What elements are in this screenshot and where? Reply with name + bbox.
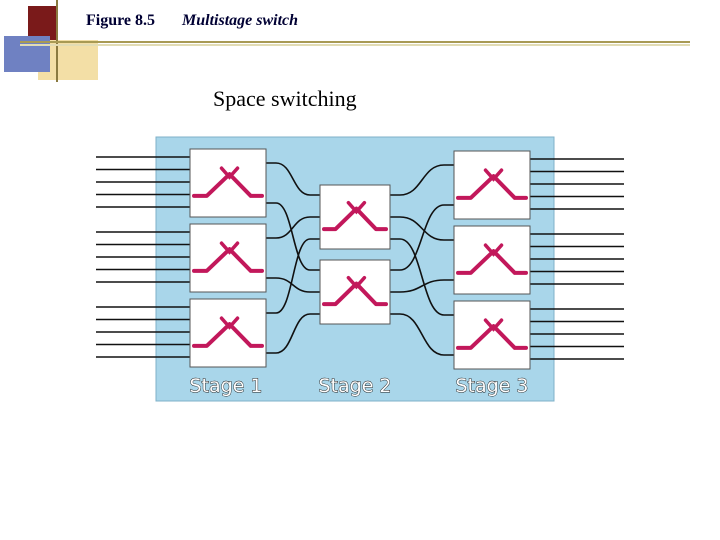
crossbar-joint xyxy=(483,243,504,257)
crossbar-path xyxy=(322,206,388,232)
link-s1-3-to-s2-2 xyxy=(266,313,320,354)
corner-decoration xyxy=(4,0,98,82)
stage-3-switch-3 xyxy=(453,300,531,370)
link-s2-2-to-s3-3 xyxy=(390,313,454,356)
link-s2-1-to-s3-2 xyxy=(390,216,454,241)
crossbar-path xyxy=(192,247,264,273)
crossbar-path xyxy=(456,174,528,200)
stage-3-switch-2 xyxy=(453,225,531,295)
switch-box xyxy=(319,184,391,250)
multistage-switch-diagram: Stage 1 Stage 2 Stage 3 xyxy=(96,136,624,402)
crossbar-path xyxy=(456,324,528,350)
link-s2-1-to-s3-1 xyxy=(390,164,454,196)
header-rule xyxy=(20,41,690,46)
crossbar-joint xyxy=(219,166,240,180)
link-s1-2-to-s2-1 xyxy=(266,216,320,239)
stage-1-switch-2 xyxy=(189,223,267,293)
crossbar-joint xyxy=(483,318,504,332)
crossbar-joint xyxy=(346,200,367,215)
switch-box xyxy=(189,148,267,218)
crossbar-joint xyxy=(219,241,240,255)
link-s2-2-to-s3-1 xyxy=(390,204,454,271)
switch-box xyxy=(189,223,267,293)
stage-1-label: Stage 1 xyxy=(189,375,262,397)
stage-3-label: Stage 3 xyxy=(455,375,528,397)
switch-box xyxy=(189,298,267,368)
crossbar-joint xyxy=(483,168,504,182)
stage-2-label: Stage 2 xyxy=(318,375,391,397)
link-s1-1-to-s2-1 xyxy=(266,162,320,196)
crossbar-path xyxy=(192,322,264,348)
switch-box xyxy=(453,225,531,295)
diagram-subtitle: Space switching xyxy=(213,86,357,111)
switch-box xyxy=(319,259,391,325)
crossbar-joint xyxy=(346,275,367,290)
deco-square-maroon xyxy=(28,6,56,40)
figure-title: Multistage switch xyxy=(182,12,299,29)
stage-1-switch-1 xyxy=(189,148,267,218)
link-s1-1-to-s2-2 xyxy=(266,202,320,271)
link-s1-3-to-s2-1 xyxy=(266,238,320,314)
crossbar-joint xyxy=(219,316,240,330)
crossbar-path xyxy=(322,281,388,307)
stage-2-switch-2 xyxy=(319,259,391,325)
crossbar-path xyxy=(456,249,528,275)
link-s2-2-to-s3-2 xyxy=(390,279,454,293)
crossbar-path xyxy=(192,172,264,198)
switch-box xyxy=(453,300,531,370)
link-s2-1-to-s3-3 xyxy=(390,238,454,316)
stage-1-switch-3 xyxy=(189,298,267,368)
stage-2-switch-1 xyxy=(319,184,391,250)
stage-3-switch-1 xyxy=(453,150,531,220)
link-s1-2-to-s2-2 xyxy=(266,277,320,293)
figure-number: Figure 8.5 xyxy=(86,12,156,29)
switch-box xyxy=(453,150,531,220)
